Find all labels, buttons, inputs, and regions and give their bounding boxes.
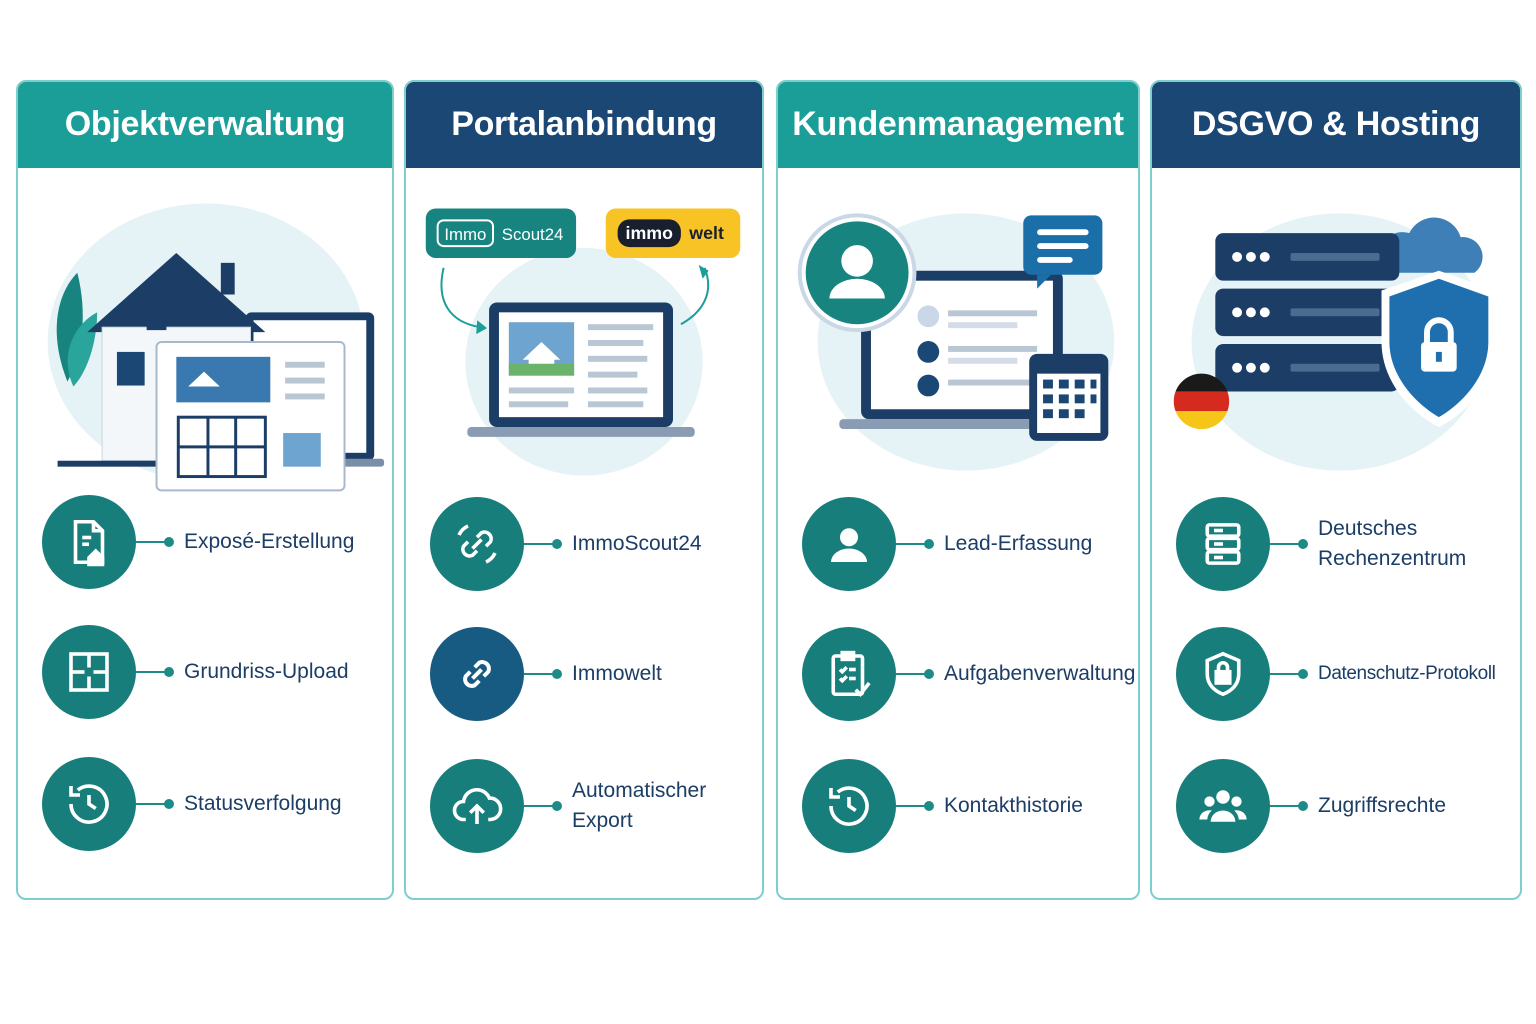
connector-line (896, 539, 934, 549)
feature-expose-erstellung: Exposé-Erstellung (42, 494, 384, 590)
feature-label: Deutsches Rechenzentrum (1318, 517, 1467, 570)
cloud-upload-icon (430, 759, 524, 853)
feature-label: Zugriffsrechte (1318, 794, 1446, 817)
feature-label: Immowelt (572, 662, 662, 685)
feature-immowelt: Immowelt (430, 626, 754, 722)
user-icon (802, 497, 896, 591)
immowelt-logo-right: welt (688, 223, 724, 243)
crm-illustration (778, 192, 1138, 492)
feature-datenschutz-protokoll: Datenschutz-Protokoll (1176, 626, 1512, 722)
connector-line (1270, 539, 1308, 549)
connector-line (136, 799, 174, 809)
connector-line (524, 801, 562, 811)
clock-history-icon (42, 757, 136, 851)
sync-link-icon (430, 497, 524, 591)
server-icon (1176, 497, 1270, 591)
feature-grundriss-upload: Grundriss-Upload (42, 624, 384, 720)
feature-deutsches-rechenzentrum: Deutsches Rechenzentrum (1176, 496, 1512, 592)
card-kundenmanagement: Kundenmanagement (776, 80, 1140, 900)
link-icon (430, 627, 524, 721)
connector-line (896, 669, 934, 679)
feature-label: ImmoScout24 (572, 532, 702, 555)
immowelt-logo-left: immo (626, 223, 674, 243)
immoscout-logo-right: Scout24 (502, 225, 564, 244)
feature-label: Automatischer Export (572, 779, 707, 832)
connector-line (524, 539, 562, 549)
card-dsgvo-hosting: DSGVO & Hosting (1150, 80, 1522, 900)
portal-illustration: Immo Scout24 immo welt (406, 192, 762, 492)
feature-immoscout24: ImmoScout24 (430, 496, 754, 592)
card-title: DSGVO & Hosting (1152, 82, 1520, 168)
feature-zugriffsrechte: Zugriffsrechte (1176, 758, 1512, 854)
feature-aufgabenverwaltung: Aufgabenverwaltung (802, 626, 1135, 722)
floorplan-icon (42, 625, 136, 719)
feature-label: Datenschutz-Protokoll (1318, 663, 1496, 684)
connector-line (1270, 801, 1308, 811)
feature-label: Grundriss-Upload (184, 660, 349, 683)
card-portalanbindung: Portalanbindung Immo Scout24 immo welt (404, 80, 764, 900)
feature-automatischer-export: Automatischer Export (430, 758, 754, 854)
feature-label: Aufgabenverwaltung (944, 662, 1136, 685)
clipboard-check-icon (802, 627, 896, 721)
connector-line (136, 667, 174, 677)
house-illustration (18, 192, 392, 492)
document-house-icon (42, 495, 136, 589)
feature-lead-erfassung: Lead-Erfassung (802, 496, 1130, 592)
connector-line (524, 669, 562, 679)
feature-kontakthistorie: Kontakthistorie (802, 758, 1130, 854)
clock-history-icon (802, 759, 896, 853)
feature-label: Exposé-Erstellung (184, 530, 355, 553)
card-title: Objektverwaltung (18, 82, 392, 168)
connector-line (1270, 669, 1308, 679)
feature-label: Kontakthistorie (944, 794, 1083, 817)
immoscout-logo-left: Immo (444, 225, 486, 244)
hosting-illustration (1152, 192, 1520, 492)
feature-label: Statusverfolgung (184, 792, 342, 815)
card-title: Portalanbindung (406, 82, 762, 168)
users-group-icon (1176, 759, 1270, 853)
card-title: Kundenmanagement (778, 82, 1138, 168)
shield-lock-icon (1176, 627, 1270, 721)
connector-line (896, 801, 934, 811)
feature-statusverfolgung: Statusverfolgung (42, 756, 384, 852)
card-objektverwaltung: Objektverwaltung (16, 80, 394, 900)
feature-label: Lead-Erfassung (944, 532, 1093, 555)
connector-line (136, 537, 174, 547)
